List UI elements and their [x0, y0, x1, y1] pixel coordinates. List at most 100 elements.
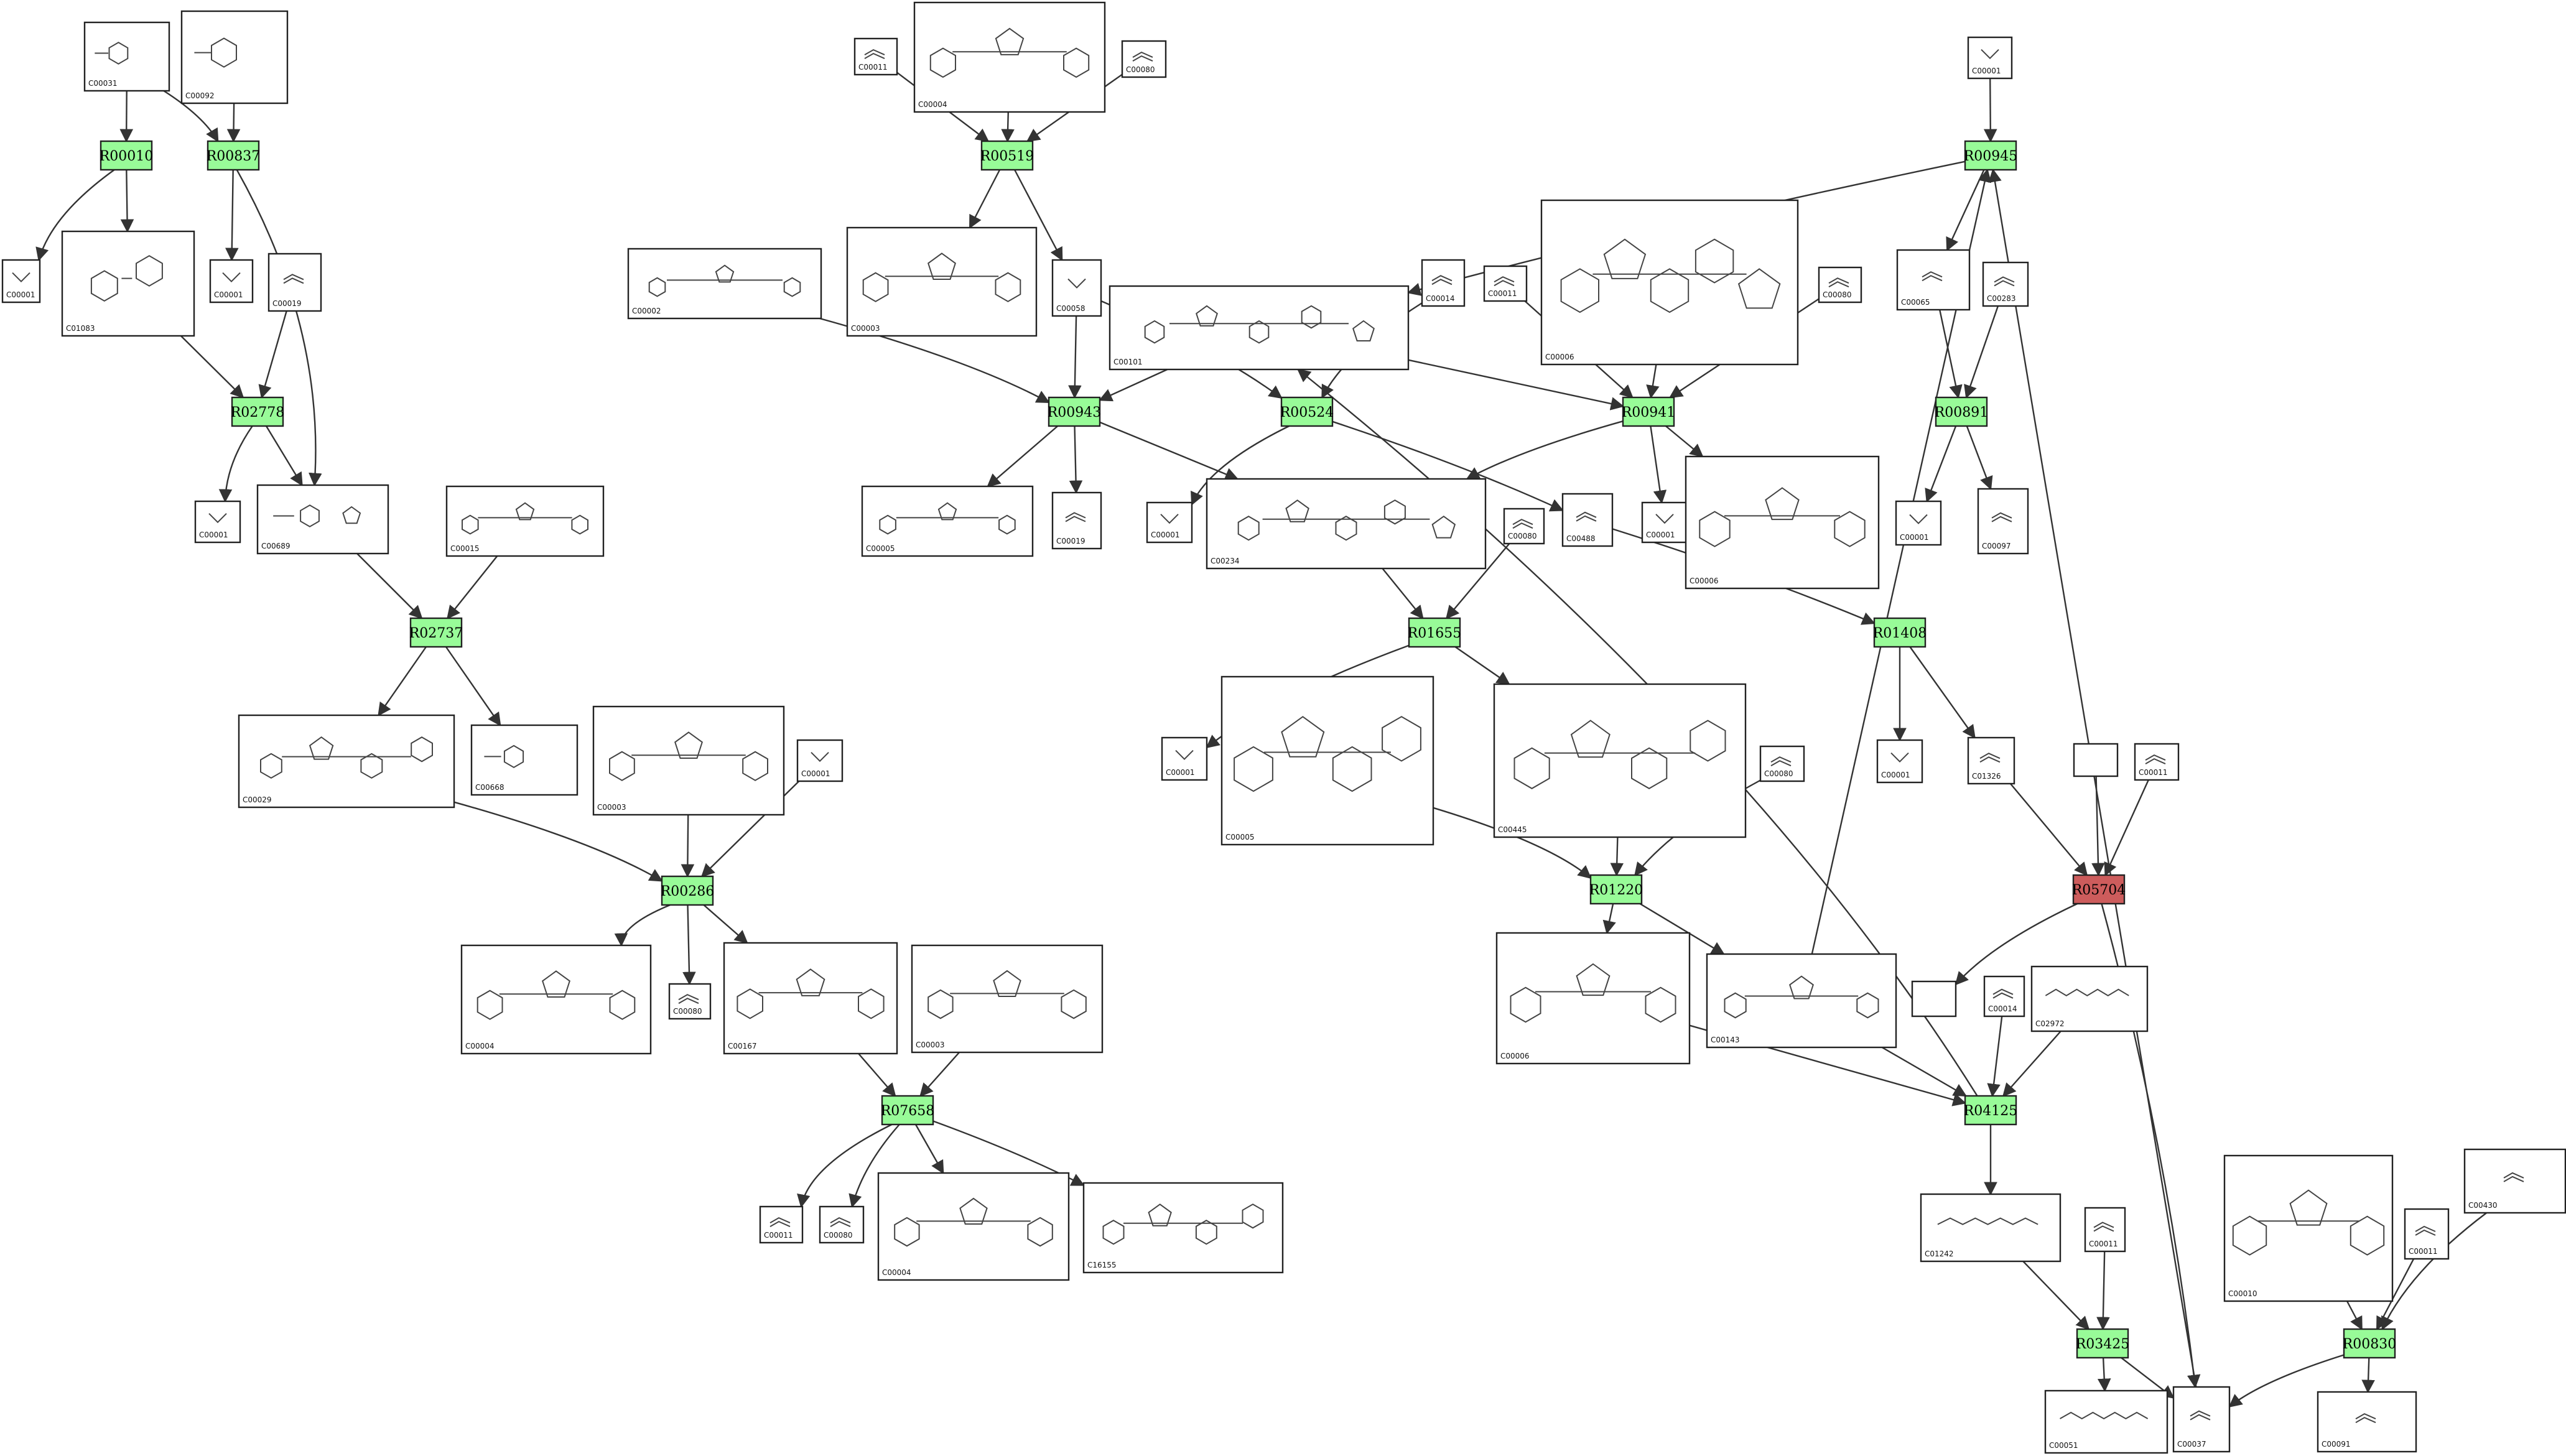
- compound-node[interactable]: C00011: [2134, 743, 2180, 781]
- reaction-node[interactable]: R00837: [207, 140, 261, 171]
- compound-node[interactable]: C00014: [1983, 975, 2025, 1018]
- compound-id: C00091: [2322, 1440, 2351, 1449]
- compound-node[interactable]: C01326: [1967, 736, 2015, 785]
- compound-node[interactable]: C00143: [1706, 953, 1897, 1049]
- compound-node[interactable]: C00011: [2084, 1207, 2126, 1253]
- compound-node[interactable]: C00051: [2044, 1389, 2169, 1454]
- compound-node[interactable]: C00011: [2404, 1208, 2450, 1260]
- compound-node[interactable]: C00001: [1641, 501, 1688, 544]
- compound-box: [1896, 249, 1971, 311]
- reaction-node[interactable]: R00524: [1280, 396, 1334, 427]
- compound-node[interactable]: C00031: [83, 21, 170, 92]
- compound-box: [83, 21, 170, 92]
- structure-stroke: [2232, 1215, 2267, 1256]
- compound-node[interactable]: C00006: [1685, 455, 1880, 590]
- compound-node[interactable]: C00092: [180, 10, 289, 104]
- compound-node[interactable]: C00019: [267, 253, 322, 312]
- compound-node[interactable]: C01242: [1920, 1193, 2062, 1263]
- reaction-node[interactable]: R02737: [409, 617, 463, 648]
- reaction-node[interactable]: R00830: [2343, 1328, 2397, 1359]
- compound-node[interactable]: C00001: [1895, 500, 1942, 546]
- compound-node[interactable]: [1911, 980, 1957, 1018]
- reaction-node[interactable]: R02778: [231, 396, 285, 427]
- compound-node[interactable]: C00080: [1503, 508, 1545, 545]
- compound-node[interactable]: C00014: [1421, 259, 1466, 307]
- compound-node[interactable]: C00001: [209, 259, 254, 304]
- reaction-node[interactable]: R05704: [2072, 874, 2126, 905]
- reaction-node[interactable]: R00286: [661, 875, 715, 906]
- compound-node[interactable]: C00006: [1495, 932, 1691, 1065]
- compound-node[interactable]: [2073, 743, 2119, 777]
- reaction-label: R00891: [1935, 405, 1989, 420]
- compound-node[interactable]: C00001: [1876, 739, 1923, 784]
- compound-node[interactable]: C00011: [759, 1205, 804, 1244]
- reaction-node[interactable]: R04125: [1964, 1095, 2018, 1126]
- compound-node[interactable]: C00080: [1759, 745, 1805, 782]
- compound-node[interactable]: C00668: [470, 724, 579, 796]
- reaction-label: R00524: [1280, 405, 1334, 420]
- compound-node[interactable]: C00037: [2172, 1386, 2231, 1453]
- reaction-node[interactable]: R03425: [2076, 1328, 2130, 1359]
- compound-id: C00092: [185, 91, 215, 100]
- compound-node[interactable]: C00001: [194, 500, 241, 544]
- compound-node[interactable]: C00091: [2317, 1391, 2417, 1453]
- structure-stroke: [1992, 988, 2014, 995]
- compound-node[interactable]: C00101: [1109, 285, 1410, 371]
- structure-stroke: [1576, 511, 1597, 518]
- compound-node[interactable]: C00004: [913, 1, 1106, 113]
- compound-node[interactable]: C00001: [1, 259, 41, 304]
- reaction-node[interactable]: R00945: [1964, 140, 2018, 171]
- compound-node[interactable]: C00065: [1896, 249, 1971, 311]
- compound-node[interactable]: C00006: [1540, 199, 1799, 366]
- compound-node[interactable]: C00011: [853, 37, 898, 76]
- compound-node[interactable]: C01083: [61, 230, 195, 337]
- compound-node[interactable]: C00003: [846, 226, 1038, 337]
- compound-node[interactable]: C00445: [1493, 683, 1747, 838]
- compound-node[interactable]: C00005: [1220, 675, 1434, 846]
- reaction-node[interactable]: R00010: [100, 140, 154, 171]
- compound-node[interactable]: C00689: [256, 484, 389, 555]
- compound-node[interactable]: C00015: [445, 485, 605, 557]
- compound-box: [1421, 259, 1466, 307]
- compound-node[interactable]: C00430: [2463, 1148, 2566, 1214]
- structure-stroke: [1570, 720, 1611, 758]
- compound-node[interactable]: C00011: [1483, 265, 1528, 302]
- compound-node[interactable]: C00019: [1051, 491, 1102, 550]
- compound-node[interactable]: C00234: [1206, 478, 1487, 570]
- compound-node[interactable]: C00003: [911, 944, 1104, 1054]
- compound-node[interactable]: C00001: [1161, 736, 1208, 781]
- compound-node[interactable]: C00080: [1121, 40, 1167, 78]
- compound-node[interactable]: C00003: [592, 705, 785, 816]
- compound-node[interactable]: C00080: [819, 1205, 865, 1244]
- compound-node[interactable]: C00001: [796, 739, 844, 782]
- compound-node[interactable]: C00004: [877, 1172, 1070, 1281]
- compound-node[interactable]: C00029: [238, 714, 455, 809]
- compound-node[interactable]: C00005: [861, 485, 1034, 557]
- compound-node[interactable]: C00080: [668, 983, 712, 1020]
- compound-node[interactable]: C00283: [1982, 261, 2029, 307]
- compound-box: [1561, 493, 1614, 547]
- compound-node[interactable]: C00097: [1977, 488, 2029, 555]
- reaction-node[interactable]: R01220: [1589, 874, 1643, 905]
- reaction-node[interactable]: R07658: [881, 1095, 935, 1126]
- compound-node[interactable]: C00010: [2223, 1154, 2394, 1302]
- compound-node[interactable]: C00058: [1051, 259, 1102, 317]
- reaction-node[interactable]: R01408: [1873, 617, 1927, 648]
- compound-box: [668, 983, 712, 1020]
- reaction-node[interactable]: R00941: [1622, 396, 1676, 427]
- compound-node[interactable]: C00001: [1967, 36, 2013, 80]
- compound-node[interactable]: C02972: [2030, 965, 2149, 1032]
- reaction-node[interactable]: R00519: [980, 140, 1034, 171]
- compound-node[interactable]: C00001: [1146, 501, 1193, 544]
- compound-node[interactable]: C00004: [460, 944, 652, 1055]
- compound-node[interactable]: C16155: [1082, 1182, 1284, 1274]
- compound-node[interactable]: C00080: [1818, 266, 1862, 304]
- reaction-node[interactable]: R00943: [1048, 396, 1102, 427]
- reaction-node[interactable]: R00891: [1935, 396, 1989, 427]
- reaction-node[interactable]: R01655: [1408, 617, 1462, 648]
- compound-id: C00001: [214, 290, 243, 299]
- compound-node[interactable]: C00167: [723, 942, 898, 1055]
- compound-node[interactable]: C00488: [1561, 493, 1614, 547]
- compound-id: C00006: [1500, 1052, 1530, 1060]
- compound-node[interactable]: C00002: [627, 248, 822, 320]
